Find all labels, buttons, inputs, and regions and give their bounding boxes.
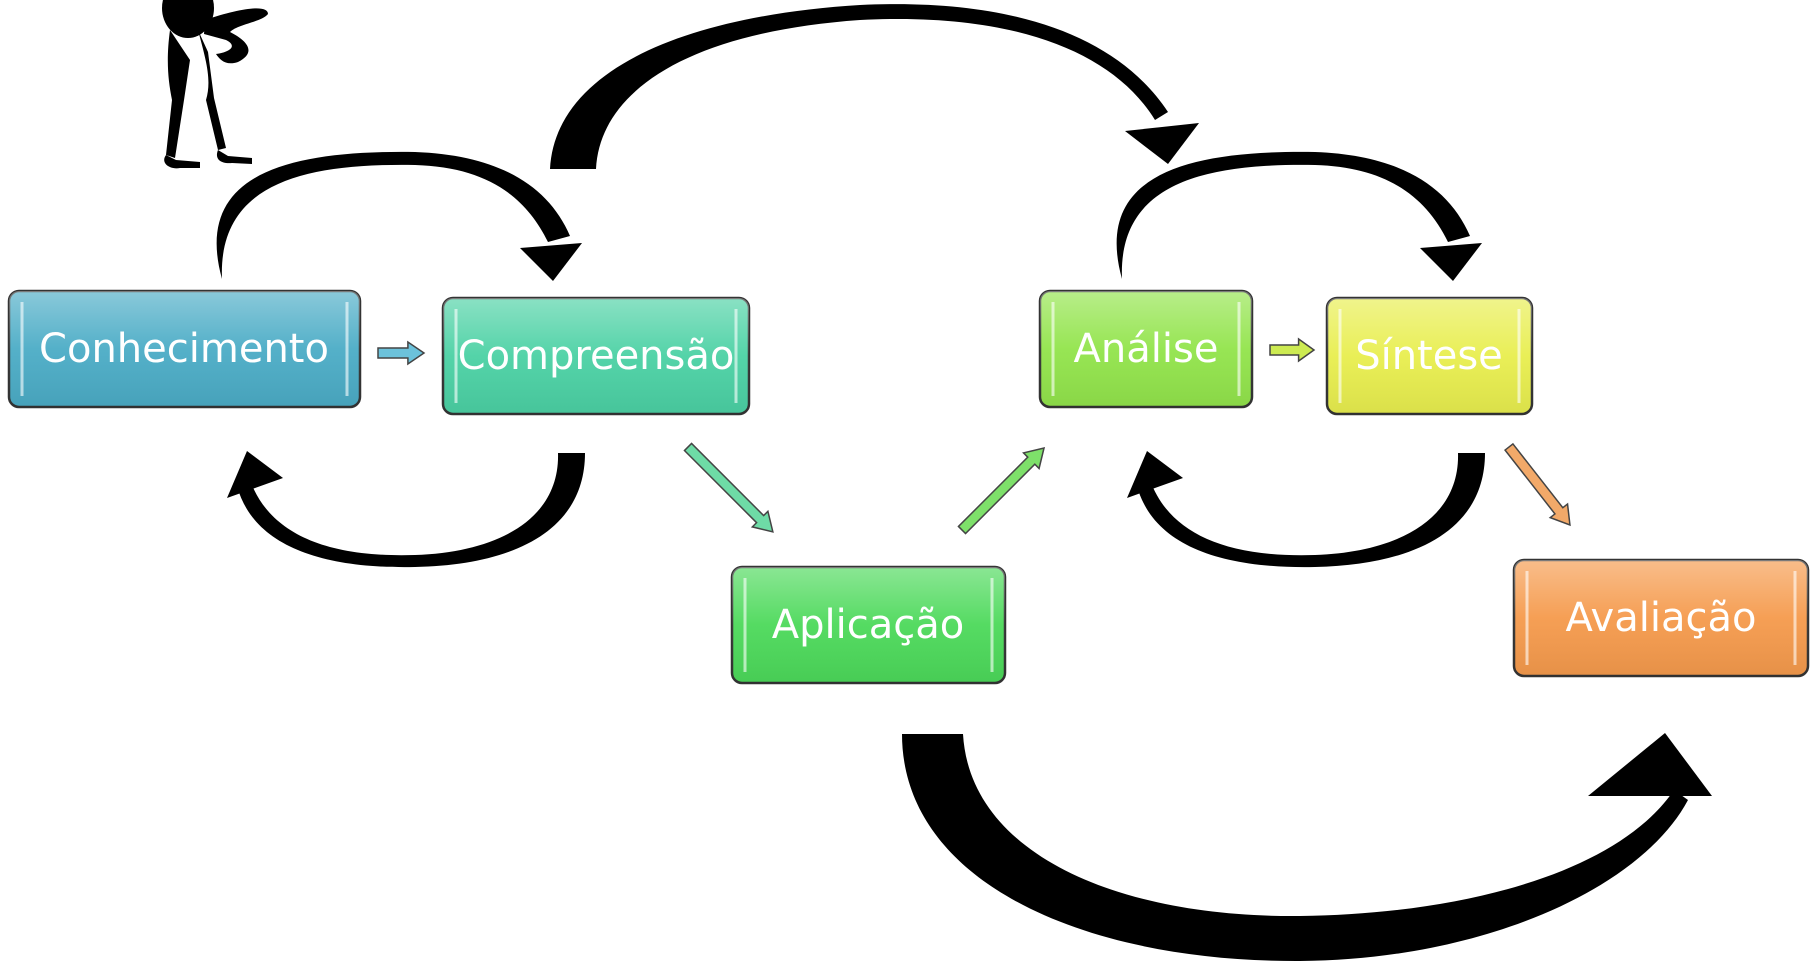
curved-arrow-head	[1588, 733, 1712, 796]
curved-arrow-analise-to-sintese	[1116, 151, 1482, 281]
curved-arrow-head	[520, 243, 582, 281]
curved-arrow-head	[1125, 123, 1199, 164]
curved-arrow-head	[227, 451, 283, 498]
node-sintese-label: Síntese	[1355, 333, 1503, 379]
curved-arrow-shaft	[216, 151, 570, 279]
node-conhecimento: Conhecimento	[7, 289, 362, 409]
curved-arrows-layer	[216, 4, 1712, 962]
curved-arrow-conhecimento-to-compreensao	[216, 151, 582, 281]
step-arrow-compreensao-to-aplicacao	[683, 442, 774, 533]
curved-arrow-compreensao-to-conhecimento	[227, 451, 585, 568]
step-arrow-aplicacao-to-analise	[957, 446, 1046, 535]
node-aplicacao: Aplicação	[730, 565, 1007, 685]
node-conhecimento-label: Conhecimento	[39, 326, 329, 372]
stick-figure-illustration	[162, 0, 268, 169]
curved-arrow-head	[1420, 243, 1482, 281]
curved-arrow-aplicacao-to-avaliacao	[902, 733, 1712, 962]
node-analise-label: Análise	[1074, 326, 1219, 372]
curved-arrow-shaft	[1137, 453, 1485, 568]
node-avaliacao-label: Avaliação	[1566, 595, 1757, 641]
step-arrow-analise-to-sintese	[1269, 337, 1316, 363]
node-avaliacao: Avaliação	[1512, 558, 1810, 678]
step-arrow-conhecimento-to-compreensao	[377, 340, 426, 366]
node-sintese: Síntese	[1325, 296, 1534, 416]
curved-arrow-head	[1127, 451, 1183, 498]
curved-arrow-sintese-to-analise	[1127, 451, 1485, 568]
curved-arrow-shaft	[1116, 151, 1470, 279]
curved-arrow-compreensao-to-analise	[550, 4, 1199, 169]
step-arrows-layer	[377, 337, 1571, 535]
node-analise: Análise	[1038, 289, 1254, 409]
step-arrow-sintese-to-avaliacao	[1504, 442, 1571, 527]
node-aplicacao-label: Aplicação	[772, 602, 964, 648]
node-compreensao-label: Compreensão	[458, 333, 735, 379]
node-compreensao: Compreensão	[441, 296, 751, 416]
curved-arrow-shaft	[902, 734, 1688, 962]
curved-arrow-shaft	[237, 453, 585, 568]
curved-arrow-shaft	[550, 4, 1168, 169]
